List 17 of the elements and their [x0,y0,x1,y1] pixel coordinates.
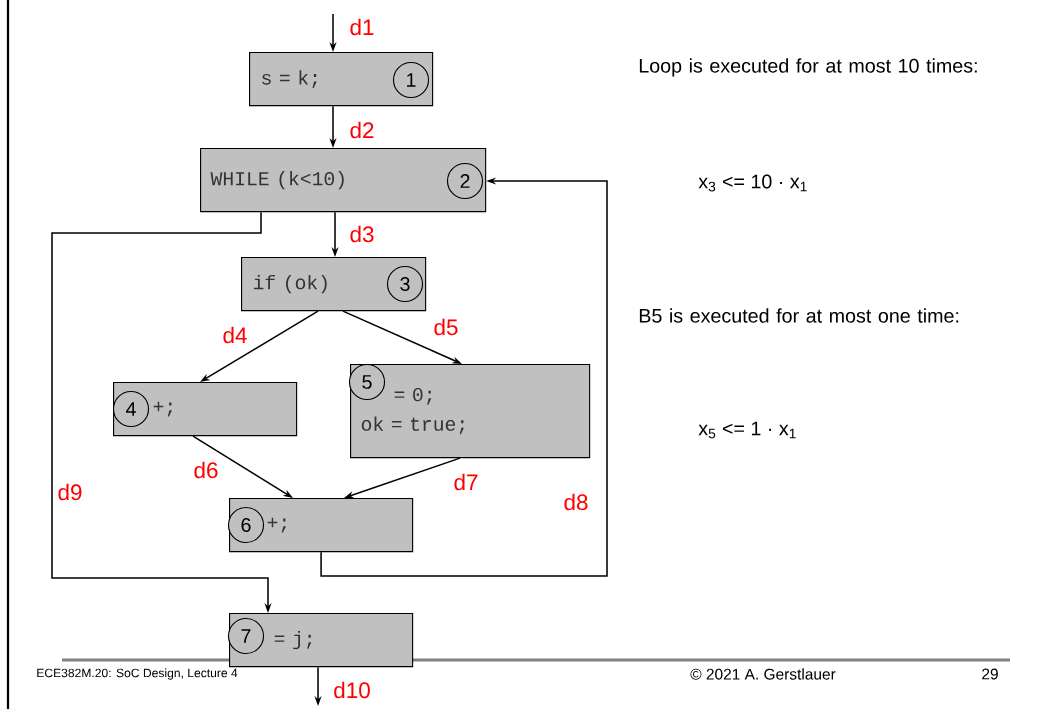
edge-label: d3 [350,225,374,243]
note-text: B5 is executed for at most one time: [639,308,959,323]
edge-label: d6 [194,461,218,479]
note-text: Loop is executed for at most 10 times: [639,58,977,77]
constraint-formula: x$_{5}$ <= 1 · x$_{1}$ [698,421,796,439]
edge-label: d2 [350,121,374,139]
edge-label: d9 [58,483,82,501]
edge-label: d4 [223,326,247,344]
footer-text: ECE382M.20: SoC Design, Lecture 4 [37,668,238,680]
constraint-formula: x$_{3}$ <= 10 · x$_{1}$ [698,174,807,192]
edge-label: d5 [434,318,458,336]
edge-label: d8 [564,493,588,511]
footer-text: © 2021 A. Gerstlauer [690,668,836,680]
edge-label: d7 [454,473,478,491]
edge-label: d1 [350,18,374,36]
edge-label: d10 [334,681,370,699]
page-number: 29 [982,668,998,680]
